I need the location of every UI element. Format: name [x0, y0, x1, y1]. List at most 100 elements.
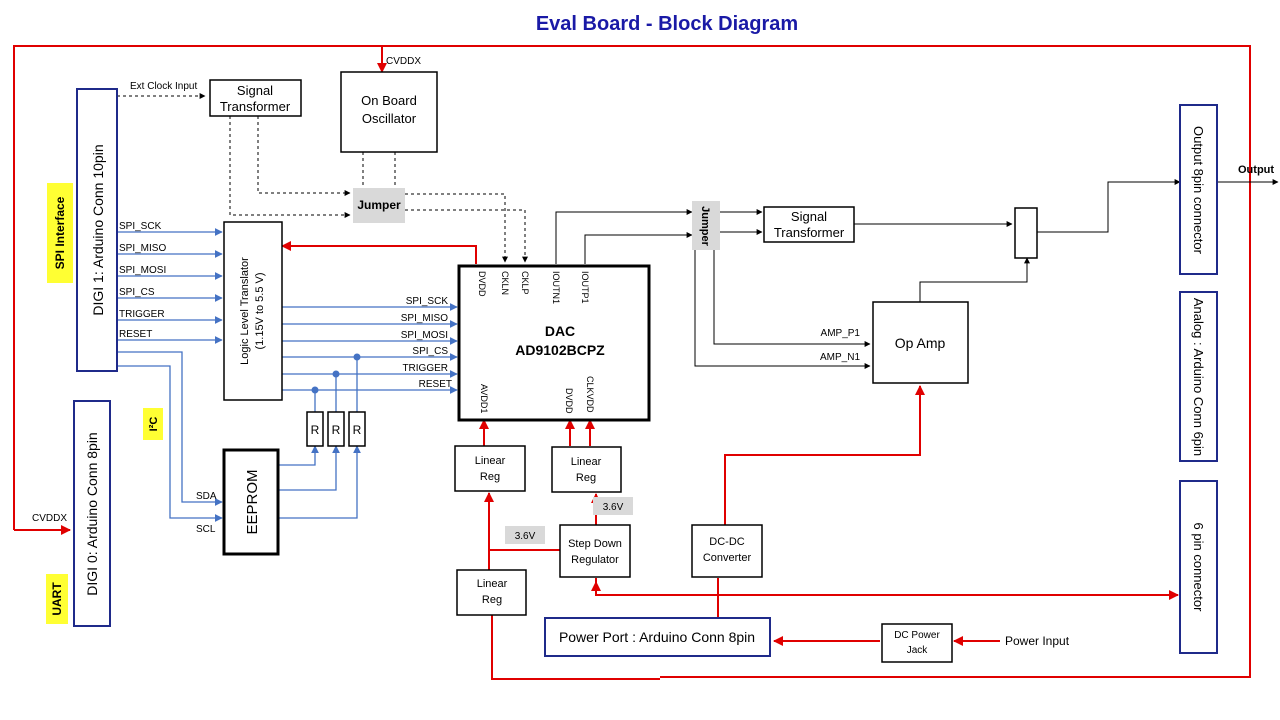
cvddx-left-label: CVDDX — [32, 513, 67, 524]
analog-connector: Analog : Arduino Conn 6pin — [1179, 291, 1218, 462]
svg-text:On Board: On Board — [361, 93, 417, 108]
signal-label: RESET — [419, 379, 452, 390]
digi1-label: DIGI 1: Arduino Conn 10pin — [90, 144, 106, 315]
linear-reg-1: Linear Reg — [454, 445, 526, 492]
dac-pin: DVDD — [564, 388, 574, 414]
svg-text:R: R — [332, 423, 341, 437]
svg-text:DAC: DAC — [545, 323, 575, 339]
dac-pin: CKLN — [500, 271, 510, 295]
signal-transformer-right: Signal Transformer — [763, 206, 855, 243]
signal-label: SPI_CS — [119, 287, 155, 298]
svg-text:3.6V: 3.6V — [515, 531, 536, 542]
digi0-label: DIGI 0: Arduino Conn 8pin — [84, 432, 100, 595]
i2c-tag: I²C — [143, 408, 163, 440]
dac-pin: IOUTP1 — [580, 271, 590, 304]
svg-text:Reg: Reg — [480, 471, 500, 483]
output-connector: Output 8pin connector — [1179, 104, 1218, 275]
signal-label: SPI_CS — [412, 346, 448, 357]
dac-chip: DAC AD9102BCPZ DVDD CKLN CKLP IOUTN1 IOU… — [457, 264, 651, 422]
svg-text:Signal: Signal — [237, 83, 273, 98]
voltage-tag-a: 3.6V — [505, 526, 545, 544]
svg-text:I²C: I²C — [148, 417, 160, 432]
uart-tag: UART — [46, 574, 68, 624]
svg-text:Linear: Linear — [475, 455, 506, 467]
ext-clock-label: Ext Clock Input — [130, 81, 197, 92]
signal-label: SPI_SCK — [119, 221, 162, 232]
spi-interface-tag: SPI Interface — [47, 183, 73, 283]
on-board-oscillator: On Board Oscillator — [340, 71, 438, 153]
resistor-2: R — [327, 411, 345, 447]
output-switch — [1014, 207, 1038, 259]
eeprom: EEPROM — [222, 448, 280, 556]
svg-text:AD9102BCPZ: AD9102BCPZ — [515, 342, 605, 358]
linear-reg-3: Linear Reg — [456, 569, 527, 616]
svg-text:Step Down: Step Down — [568, 538, 622, 550]
svg-text:Reg: Reg — [576, 472, 596, 484]
signal-label: SPI_MISO — [119, 243, 166, 254]
svg-text:6 pin connector: 6 pin connector — [1191, 523, 1206, 613]
signal-label: SPI_MOSI — [119, 265, 166, 276]
svg-text:Output 8pin connector: Output 8pin connector — [1191, 126, 1206, 255]
signal-transformer-top: Signal Transformer — [209, 79, 302, 117]
signal-label: SPI_MOSI — [401, 330, 448, 341]
voltage-tag-b: 3.6V — [593, 497, 633, 515]
svg-text:Analog : Arduino Conn 6pin: Analog : Arduino Conn 6pin — [1191, 298, 1206, 456]
power-input-label: Power Input — [1005, 634, 1070, 648]
svg-text:Oscillator: Oscillator — [362, 111, 417, 126]
svg-text:Regulator: Regulator — [571, 554, 619, 566]
six-pin-connector: 6 pin connector — [1179, 480, 1218, 654]
signal-label: SPI_MISO — [401, 313, 448, 324]
signal-label: TRIGGER — [119, 309, 165, 320]
dac-pin: AVDD1 — [479, 384, 489, 413]
svg-text:R: R — [353, 423, 362, 437]
svg-text:Transformer: Transformer — [774, 225, 845, 240]
scl-label: SCL — [196, 524, 216, 535]
output-label: Output — [1238, 164, 1274, 176]
dac-pin: IOUTN1 — [551, 271, 561, 304]
amp-n1-label: AMP_N1 — [820, 352, 860, 363]
signal-label: SPI_SCK — [406, 296, 449, 307]
left-signal-labels: SPI_SCK SPI_MISO SPI_MOSI SPI_CS TRIGGER… — [119, 221, 166, 340]
dac-pin: CLKVDD — [585, 376, 595, 413]
svg-text:Reg: Reg — [482, 594, 502, 606]
svg-text:Transformer: Transformer — [220, 99, 291, 114]
svg-text:Jumper: Jumper — [357, 198, 401, 212]
jumper-right: Jumper — [692, 201, 720, 250]
svg-text:UART: UART — [50, 582, 64, 616]
page-title: Eval Board - Block Diagram — [536, 13, 798, 35]
dac-pin: CKLP — [520, 271, 530, 295]
svg-text:DC-DC: DC-DC — [709, 536, 744, 548]
linear-reg-2: Linear Reg — [551, 446, 622, 493]
dc-power-jack: DC Power Jack — [881, 623, 953, 663]
jumper-mid: Jumper — [353, 188, 405, 223]
signal-lines — [117, 93, 1279, 369]
step-down-regulator: Step Down Regulator — [559, 524, 631, 578]
sda-label: SDA — [196, 491, 217, 502]
svg-text:Signal: Signal — [791, 209, 827, 224]
dac-pin: DVDD — [477, 271, 487, 297]
power-lines — [13, 45, 1251, 680]
resistor-1: R — [306, 411, 324, 447]
spi-lines — [117, 228, 458, 522]
cvddx-top-label: CVDDX — [386, 56, 421, 67]
signal-label: RESET — [119, 329, 152, 340]
digi1-connector: DIGI 1: Arduino Conn 10pin — [76, 88, 118, 372]
svg-text:3.6V: 3.6V — [603, 502, 624, 513]
svg-text:Logic Level Translator: Logic Level Translator — [239, 257, 251, 365]
svg-text:SPI Interface: SPI Interface — [53, 196, 67, 269]
dac-signal-labels: SPI_SCK SPI_MISO SPI_MOSI SPI_CS TRIGGER… — [401, 296, 452, 390]
digi0-connector: DIGI 0: Arduino Conn 8pin — [73, 400, 111, 627]
svg-text:Jumper: Jumper — [699, 206, 711, 246]
svg-text:Op Amp: Op Amp — [895, 335, 946, 351]
logic-level-translator: Logic Level Translator (1.15V to 5.5 V) — [223, 221, 283, 401]
resistor-3: R — [348, 411, 366, 447]
svg-text:Linear: Linear — [477, 578, 508, 590]
svg-text:EEPROM: EEPROM — [244, 469, 261, 534]
dcdc-converter: DC-DC Converter — [691, 524, 763, 578]
svg-text:R: R — [311, 423, 320, 437]
svg-text:Power Port : Arduino Conn 8pin: Power Port : Arduino Conn 8pin — [559, 629, 755, 645]
svg-text:Converter: Converter — [703, 552, 752, 564]
svg-text:DC Power: DC Power — [894, 630, 940, 641]
svg-text:Linear: Linear — [571, 456, 602, 468]
